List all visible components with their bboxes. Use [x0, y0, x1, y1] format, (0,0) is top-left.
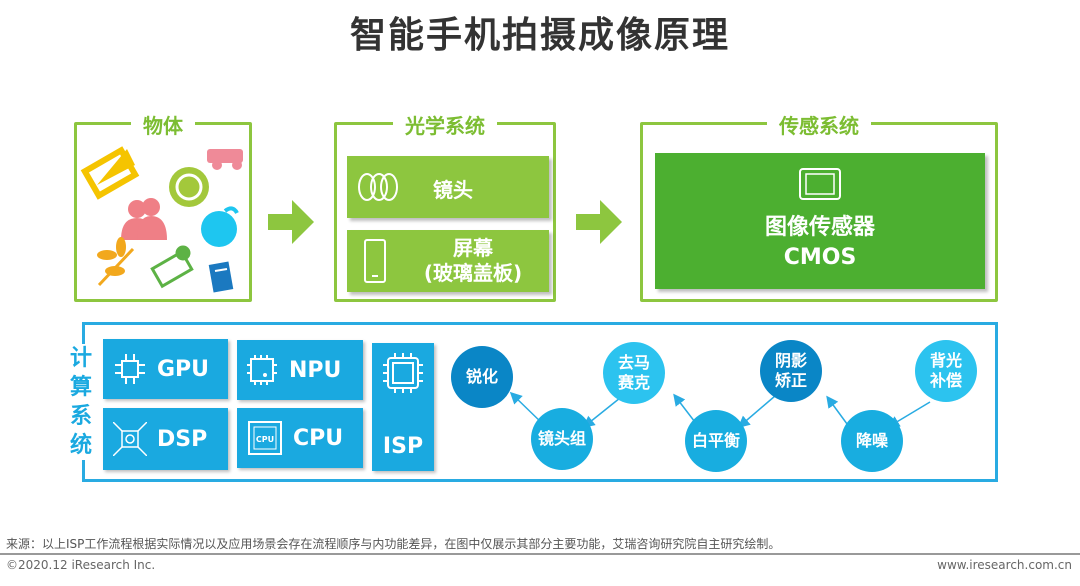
screen-bar: 屏幕 (玻璃盖板)	[347, 230, 549, 292]
website-link[interactable]: www.iresearch.com.cn	[937, 558, 1072, 572]
arrow-right-icon	[268, 200, 314, 244]
source-note: 来源：以上ISP工作流程根据实际情况以及应用场景会存在流程顺序与内功能差异，在图…	[6, 537, 781, 551]
gpu-tile: GPU	[103, 339, 228, 399]
cpu-label: CPU	[293, 425, 344, 451]
isp-tile: ISP	[372, 343, 434, 471]
gpu-chip-icon	[115, 354, 145, 384]
cmos-label: CMOS	[783, 245, 857, 270]
people-icon	[121, 198, 167, 240]
isp-step-lens-group: 镜头组	[531, 408, 593, 470]
cmos-bar: 图像传感器 CMOS	[655, 153, 985, 289]
arrow-right-icon	[576, 200, 622, 244]
page-title: 智能手机拍摄成像原理	[349, 15, 730, 56]
apple-icon	[201, 206, 239, 247]
phone-icon	[364, 239, 386, 283]
isp-chip-icon	[383, 353, 423, 393]
npu-chip-icon	[247, 355, 277, 385]
book-icon	[208, 261, 234, 293]
cpu-tile: CPU CPU	[237, 408, 363, 468]
footer-divider	[0, 553, 1080, 555]
objects-icons	[80, 146, 243, 293]
car-icon	[207, 149, 243, 170]
dsp-label: DSP	[157, 426, 208, 452]
wheat-icon	[97, 237, 135, 287]
npu-label: NPU	[289, 357, 342, 383]
lens-bar: 镜头	[347, 156, 549, 218]
isp-step-white-balance: 白平衡	[685, 410, 747, 472]
isp-step-noise-reduction: 降噪	[841, 410, 903, 472]
image-sensor-label: 图像传感器	[764, 215, 875, 240]
isp-step-demosaic: 去马 赛克	[603, 342, 665, 404]
screen-label: 屏幕	[453, 236, 493, 260]
isp-step-shading-correction: 阴影 矫正	[760, 340, 822, 402]
dsp-chip-icon	[113, 422, 147, 456]
lens-label: 镜头	[433, 178, 473, 202]
isp-step-sharpen: 锐化	[451, 346, 513, 408]
svg-text:CPU: CPU	[256, 435, 274, 444]
dsp-tile: DSP	[103, 408, 228, 470]
sun-icon	[169, 167, 209, 207]
npu-tile: NPU	[237, 340, 363, 400]
isp-label: ISP	[382, 434, 424, 459]
sensor-panel: 传感系统 图像传感器 CMOS	[640, 110, 998, 302]
compute-label: 计算系统	[66, 344, 96, 460]
optics-label: 光学系统	[393, 110, 497, 139]
objects-panel: 物体	[74, 110, 252, 302]
gpu-label: GPU	[157, 356, 210, 382]
monitor-icon	[80, 146, 140, 200]
isp-step-backlight-compensation: 背光 补偿	[915, 340, 977, 402]
sensor-label: 传感系统	[767, 110, 871, 139]
objects-label: 物体	[131, 110, 195, 139]
lens-icon	[358, 173, 398, 201]
building-icon	[150, 245, 194, 289]
optics-panel: 光学系统 镜头 屏幕 (玻璃盖板)	[334, 110, 556, 302]
copyright: ©2020.12 iResearch Inc.	[6, 558, 156, 572]
sensor-icon	[799, 168, 841, 200]
cpu-chip-icon: CPU	[248, 421, 282, 455]
glass-cover-label: (玻璃盖板)	[423, 261, 523, 285]
